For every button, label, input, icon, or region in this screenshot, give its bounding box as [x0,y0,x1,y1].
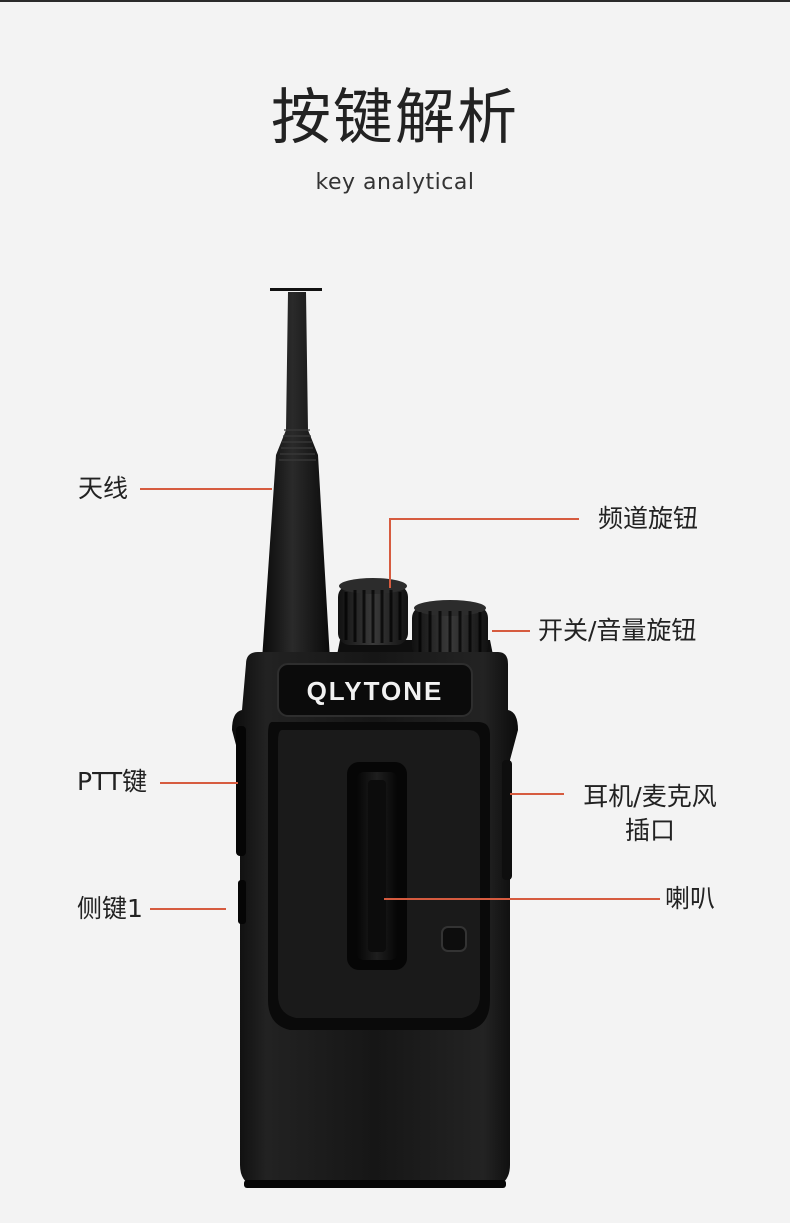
label-antenna: 天线 [78,474,129,503]
label-speaker: 喇叭 [665,884,716,913]
label-earphone-mic-jack-line1: 耳机/麦克风 [583,782,717,811]
leader-channel-knob-v [389,518,391,588]
ptt-button [236,726,246,856]
label-earphone-mic-jack-line2: 插口 [624,816,675,845]
leader-volume-knob [492,630,530,632]
leader-side-key [150,908,226,910]
label-earphone-mic-jack: 耳机/麦克风 插口 [570,780,730,848]
volume-knob [398,600,488,666]
radio-base [244,1180,506,1188]
brand-plate [277,663,473,717]
side-button-1 [238,880,246,924]
leader-speaker [384,898,660,900]
page-subtitle: key analytical [315,170,475,195]
leader-antenna [140,488,272,490]
antenna [262,288,330,660]
brand-logo: QLYTONE [307,676,444,706]
leader-ptt [160,782,238,784]
top-divider [0,0,790,2]
channel-knob [338,578,408,645]
label-ptt-key: PTT键 [77,767,148,796]
speaker-grille [347,762,407,970]
earphone-jack-cover [502,760,512,880]
page-title: 按键解析 [271,83,519,153]
leader-channel-knob-h [389,518,579,520]
label-channel-knob: 频道旋钮 [598,504,699,533]
label-power-volume-knob: 开关/音量旋钮 [538,616,697,645]
label-side-key-1: 侧键1 [77,894,143,923]
indicator-led [441,926,467,952]
leader-jack [510,793,564,795]
